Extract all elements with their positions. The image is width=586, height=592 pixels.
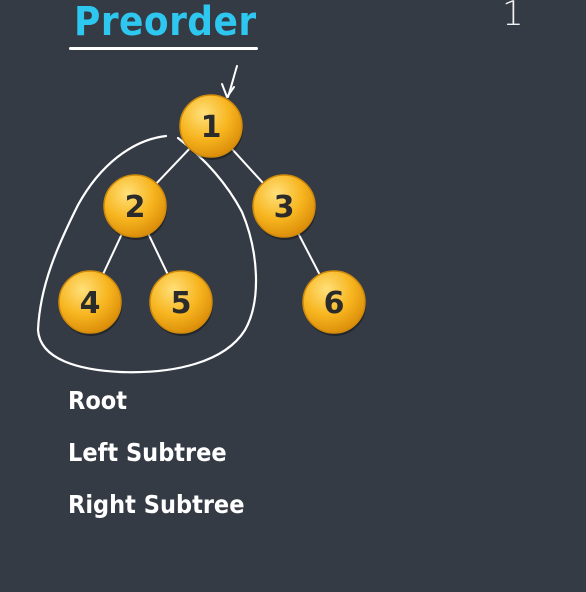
tree-node-4: 4 — [58, 270, 122, 336]
tree-node-circle — [103, 174, 167, 238]
tree-edges — [101, 146, 322, 277]
page-title: Preorder — [74, 0, 257, 45]
tree-nodes: 1 2 3 4 5 6 — [58, 94, 366, 336]
tree-node-label: 2 — [125, 190, 146, 225]
tree-node-circle — [302, 270, 366, 334]
traversal-steps: Root Left Subtree Right Subtree — [68, 382, 264, 538]
step-root: Root — [68, 386, 128, 415]
tree-node-label: 1 — [201, 110, 222, 145]
tree-edge-2-4 — [101, 231, 124, 277]
output-sequence: 1 — [502, 0, 524, 34]
tree-node-2: 2 — [103, 174, 167, 240]
current-node-arrow — [221, 65, 238, 98]
step-right-subtree: Right Subtree — [68, 490, 245, 519]
tree-node-circle — [58, 270, 122, 334]
tree-edge-3-6 — [296, 231, 322, 277]
tree-edge-1-3 — [229, 146, 266, 186]
tree-node-circle — [179, 94, 243, 158]
left-subtree-highlight-loop — [36, 134, 258, 374]
tree-edge-2-5 — [146, 231, 170, 277]
tree-node-circle — [149, 270, 213, 334]
tree-node-6: 6 — [302, 270, 366, 336]
tree-node-3: 3 — [252, 174, 316, 240]
step-left-subtree: Left Subtree — [68, 438, 227, 467]
title-underline — [69, 47, 258, 50]
tree-node-label: 5 — [171, 286, 192, 321]
tree-node-label: 6 — [324, 286, 345, 321]
tree-edge-1-2 — [154, 146, 192, 186]
tree-node-label: 4 — [80, 286, 101, 321]
tree-node-label: 3 — [274, 190, 295, 225]
tree-node-circle — [252, 174, 316, 238]
tree-node-1: 1 — [179, 94, 243, 160]
tree-node-5: 5 — [149, 270, 213, 336]
